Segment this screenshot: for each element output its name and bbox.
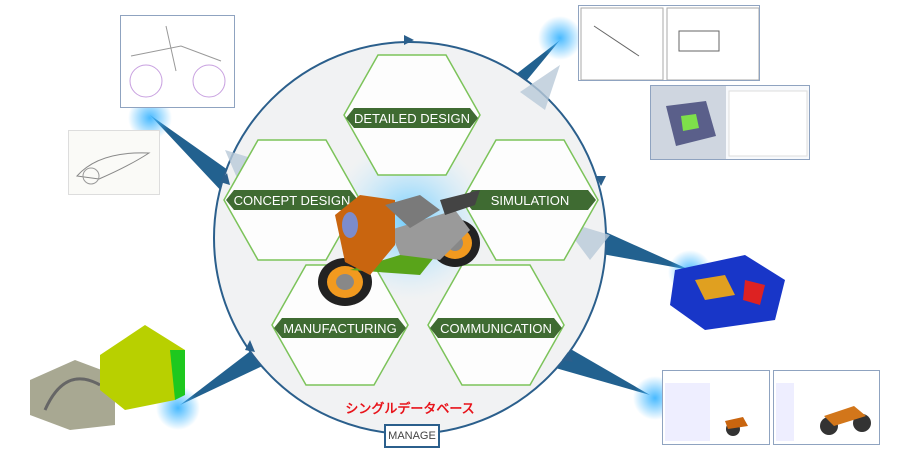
simulation-fea-model-thumbnail — [665, 250, 790, 332]
communication-screen-1-thumbnail — [662, 370, 770, 445]
manage-label[interactable]: MANAGE — [384, 424, 440, 448]
detailed-drawing-screens-thumbnail — [578, 5, 760, 81]
stage-concept-design[interactable]: CONCEPT DESIGN — [223, 139, 361, 261]
stage-simulation[interactable]: SIMULATION — [461, 139, 599, 261]
concept-sketch-thumbnail — [68, 130, 160, 195]
single-database-caption: シングルデータベース — [345, 401, 475, 416]
detailed-cad-screen-thumbnail — [650, 85, 810, 160]
stage-label-bar — [226, 190, 358, 210]
stage-manufacturing[interactable]: MANUFACTURING — [271, 264, 409, 386]
cycle-arrowheads — [220, 35, 606, 362]
stage-communication[interactable]: COMMUNICATION — [427, 264, 565, 386]
stage-label: CONCEPT DESIGN — [234, 193, 351, 208]
stage-label-bar — [430, 318, 562, 338]
stage-label-bar — [464, 190, 596, 210]
arrow-manufacturing-cad — [180, 340, 275, 405]
stage-label: SIMULATION — [491, 193, 570, 208]
motorcycle-model — [318, 190, 480, 306]
stage-label: DETAILED DESIGN — [354, 111, 470, 126]
stage-detailed-design[interactable]: DETAILED DESIGN — [343, 54, 481, 176]
manufacturing-cad-model-thumbnail — [25, 320, 190, 430]
arrow-communication-screens — [545, 340, 650, 395]
arrow-concept-sketch — [150, 115, 235, 195]
stage-label: COMMUNICATION — [440, 321, 552, 336]
stage-label: MANUFACTURING — [283, 321, 396, 336]
stage-label-bar — [346, 108, 478, 128]
concept-sketch-drawing-thumbnail — [120, 15, 235, 108]
communication-screen-2-thumbnail — [773, 370, 880, 445]
stage-label-bar — [274, 318, 406, 338]
